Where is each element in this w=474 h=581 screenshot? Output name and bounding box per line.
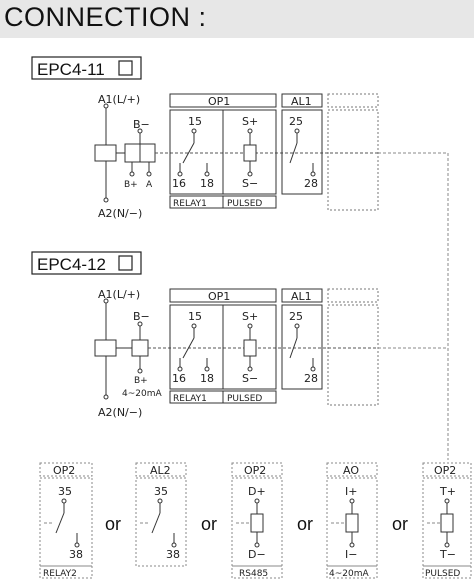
al1-header: AL1 (291, 95, 312, 108)
option-bottom-terminal: 38 (166, 548, 180, 561)
model-epc4-11: EPC4-11 A1(L/+) A2(N/−) B− B+ A OP1 AL1 (31, 56, 379, 220)
input-top-label: B− (133, 118, 150, 131)
pulsed-module (222, 304, 277, 390)
relay1-caption: RELAY1 (173, 199, 207, 209)
input-bottom-right-label: A (146, 180, 153, 190)
section-title: CONNECTION : (4, 2, 207, 32)
option-top-terminal: D+ (248, 485, 266, 498)
model-label: EPC4-11 (37, 60, 105, 79)
or-separator: or (392, 514, 408, 534)
option-top-terminal: 35 (58, 485, 72, 498)
model-label-box (31, 251, 142, 275)
al1-header: AL1 (291, 290, 312, 303)
option-top-terminal: I+ (345, 485, 357, 498)
option-header: OP2 (244, 464, 266, 477)
option-rs485: OP2 D+ D− RS485 (231, 462, 283, 579)
model-label: EPC4-12 (37, 255, 106, 274)
input-bottom-label: B+ (134, 376, 148, 386)
pulsed-caption: PULSED (227, 394, 262, 404)
model-suffix-box (118, 60, 133, 76)
op1-header: OP1 (208, 95, 230, 108)
option-caption: 4~20mA (329, 569, 369, 579)
option-bottom-terminal: D− (248, 548, 266, 561)
option-bottom-terminal: T− (439, 548, 456, 561)
relay1-top-terminal: 15 (188, 115, 202, 128)
option-slot (327, 304, 379, 406)
supply-positive-label: A1(L/+) (98, 288, 140, 301)
op1-header: OP1 (208, 290, 230, 303)
pulsed-bottom-terminal: S− (242, 372, 258, 385)
option-bottom-terminal: I− (345, 548, 357, 561)
relay1-bottom-left-terminal: 16 (172, 177, 186, 190)
option-caption: PULSED (425, 569, 460, 579)
option-header: AO (343, 464, 359, 477)
input-block (131, 339, 149, 357)
input-bottom-left-label: B+ (124, 180, 138, 190)
or-separator: or (297, 514, 313, 534)
pulsed-caption: PULSED (227, 199, 262, 209)
option-caption: RS485 (239, 569, 268, 579)
option-header: OP2 (434, 464, 456, 477)
relay1-bottom-right-terminal: 18 (200, 372, 214, 385)
relay1-caption: RELAY1 (173, 394, 207, 404)
pulsed-top-terminal: S+ (242, 115, 258, 128)
al1-bottom-terminal: 28 (304, 177, 318, 190)
model-suffix-box (118, 255, 133, 271)
supply-negative-label: A2(N/−) (98, 207, 142, 220)
option-slot (327, 109, 379, 211)
al1-module (281, 304, 323, 390)
relay1-bottom-left-terminal: 16 (172, 372, 186, 385)
input-top-label: B− (133, 310, 150, 323)
pulsed-bottom-terminal: S− (242, 177, 258, 190)
power-supply-block (94, 144, 117, 162)
option-analog-output: AO I+ I− 4~20mA (326, 462, 378, 579)
relay1-top-terminal: 15 (188, 310, 202, 323)
option-header: OP2 (53, 464, 75, 477)
option-al2: AL2 35 38 (135, 462, 187, 567)
al1-top-terminal: 25 (289, 115, 303, 128)
option-caption: RELAY2 (43, 569, 77, 579)
power-supply-block (94, 339, 117, 357)
option-header: AL2 (150, 464, 171, 477)
supply-positive-label: A1(L/+) (98, 93, 140, 106)
al1-bottom-terminal: 28 (304, 372, 318, 385)
model-label-box (31, 56, 142, 80)
option-top-terminal: T+ (439, 485, 456, 498)
option-bottom-terminal: 38 (69, 548, 83, 561)
option-pulsed: OP2 T+ T− PULSED (422, 462, 472, 579)
pulsed-module (222, 109, 277, 195)
relay1-bottom-right-terminal: 18 (200, 177, 214, 190)
section-header: CONNECTION : (0, 0, 474, 38)
supply-negative-label: A2(N/−) (98, 406, 142, 419)
or-separator: or (201, 514, 217, 534)
al1-module (281, 109, 323, 195)
option-top-terminal: 35 (154, 485, 168, 498)
model-epc4-12: EPC4-12 A1(L/+) A2(N/−) B− B+ 4~20mA OP1… (31, 251, 379, 419)
pulsed-top-terminal: S+ (242, 310, 258, 323)
al1-top-terminal: 25 (289, 310, 303, 323)
input-note: 4~20mA (122, 389, 162, 399)
or-separator: or (105, 514, 121, 534)
option-relay2: OP2 35 38 RELAY2 (39, 462, 93, 579)
